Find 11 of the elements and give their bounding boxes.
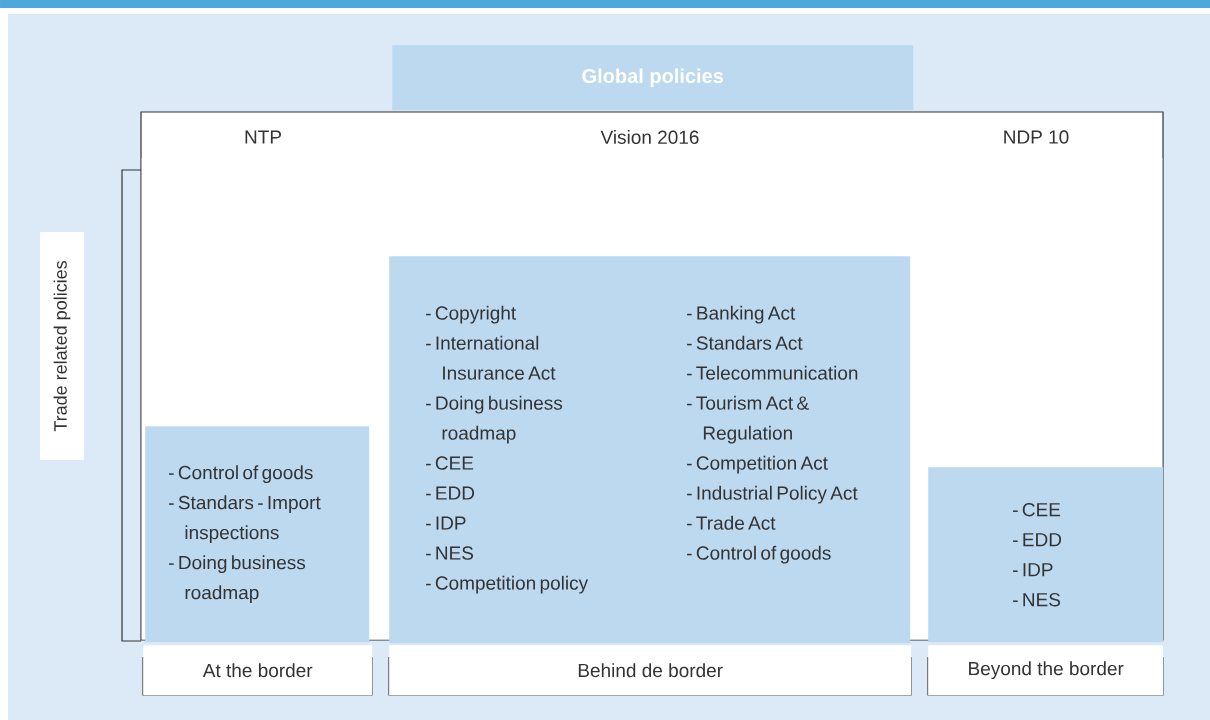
list-box: - Control of goods - Standars - Import inspections - Doing business roadmap	[145, 426, 370, 643]
bracket-box: At the border	[142, 645, 373, 696]
list-box: - Copyright - International Insurance Act - Doing business roadmap - CEE - EDD - IDP - NES - Competition policy - Banking Act - Standars Act - Telecommunication - Tourism Act & Regulation - Competition Act - Industrial Policy Act - Trade Act - Control of goods	[389, 256, 911, 644]
axis-label-box: Trade related policies	[40, 232, 84, 460]
list-box: - CEE - EDD - IDP - NES	[928, 467, 1164, 643]
column-heading: Vision 2016	[600, 130, 699, 144]
column-heading: NTP	[245, 130, 281, 144]
column-heading: NDP 10	[1004, 130, 1069, 144]
band: Global policies	[392, 45, 914, 111]
bracket-box: Beyond the border	[927, 645, 1164, 696]
bracket-box: Behind de border	[388, 645, 912, 696]
